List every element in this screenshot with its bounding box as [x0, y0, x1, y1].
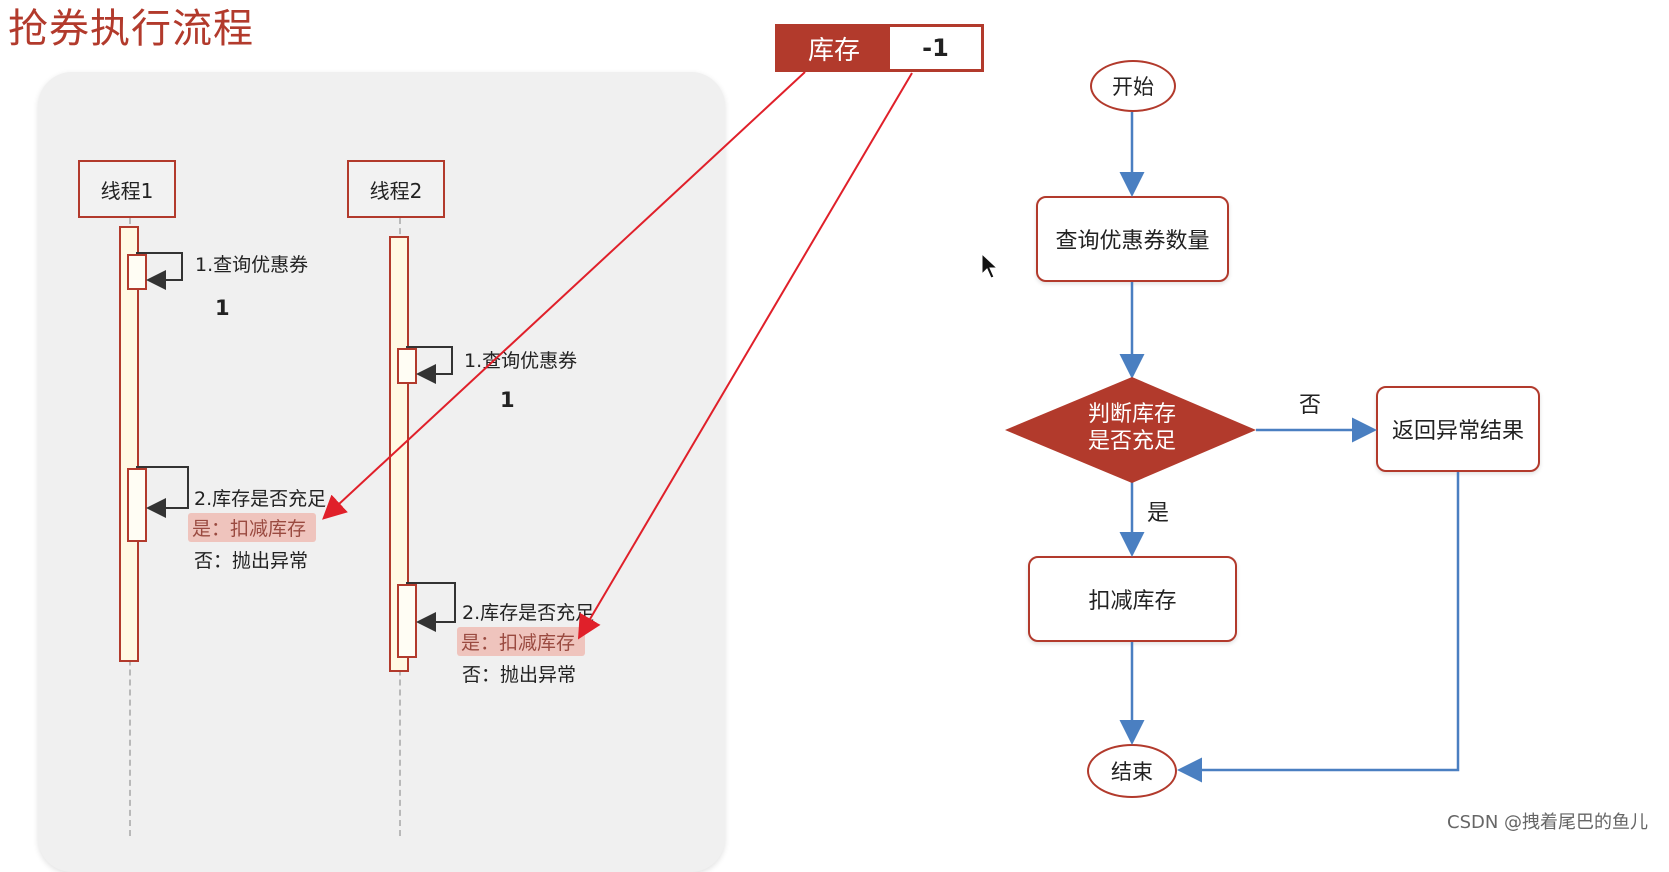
thread1-self-arrow-1: [136, 252, 183, 290]
flow-arrow-error-end: [1177, 472, 1460, 783]
thread2-self-arrow-2: [406, 582, 456, 632]
thread1-yes-highlight: 是：扣减库存: [188, 513, 317, 542]
flow-end: 结束: [1087, 744, 1177, 798]
flow-decision-line1: 判断库存: [1087, 402, 1176, 427]
thread1-activation: [119, 226, 139, 662]
thread1-label: 线程1: [100, 178, 154, 203]
stock-pointer-arrow-1: [322, 71, 806, 520]
flow-query-box: 查询优惠券数量: [1036, 196, 1229, 282]
flow-no-label: 否: [1299, 393, 1322, 418]
stock-box: 库存 -1: [775, 24, 984, 72]
stock-label: 库存: [778, 27, 890, 69]
diagram-overlay: [136, 71, 1460, 783]
thread2-step1: 1.查询优惠券: [464, 350, 578, 372]
thread1-step2: 2.库存是否充足: [194, 488, 327, 510]
thread1-step1: 1.查询优惠券: [195, 254, 309, 276]
stock-pointer-arrow-2: [577, 72, 913, 640]
thread2-self-arrow-1: [406, 346, 453, 384]
flow-decision-text: 判断库存 是否充足: [1062, 401, 1202, 455]
watermark: CSDN @拽着尾巴的鱼儿: [1447, 812, 1649, 833]
thread2-no: 否：抛出异常: [462, 664, 577, 686]
thread2-yes-highlight: 是：扣减库存: [457, 627, 586, 656]
flow-decision-diamond: [1005, 377, 1256, 483]
flow-deduct-box: 扣减库存: [1028, 556, 1237, 642]
thread2-box: 线程2: [347, 160, 445, 218]
thread2-count: 1: [500, 388, 515, 412]
thread2-step2: 2.库存是否充足: [462, 602, 595, 624]
flow-yes-label: 是: [1147, 501, 1170, 526]
page-title: 抢券执行流程: [8, 6, 254, 52]
stock-value: -1: [922, 34, 949, 62]
flow-error-box: 返回异常结果: [1376, 386, 1540, 472]
thread1-no: 否：抛出异常: [194, 550, 309, 572]
thread1-self-arrow-2: [136, 466, 189, 518]
cursor-icon: [981, 252, 999, 279]
flow-start: 开始: [1090, 60, 1176, 112]
flow-error-label: 返回异常结果: [1391, 419, 1524, 444]
flow-decision-line2: 是否充足: [1087, 429, 1176, 454]
thread2-activation: [389, 236, 409, 672]
flow-start-label: 开始: [1112, 75, 1154, 99]
flow-deduct-label: 扣减库存: [1088, 589, 1177, 614]
thread2-label: 线程2: [369, 178, 423, 203]
thread1-box: 线程1: [78, 160, 176, 218]
flow-end-label: 结束: [1111, 760, 1153, 784]
flow-query-label: 查询优惠券数量: [1055, 229, 1210, 254]
thread1-count: 1: [215, 296, 230, 320]
